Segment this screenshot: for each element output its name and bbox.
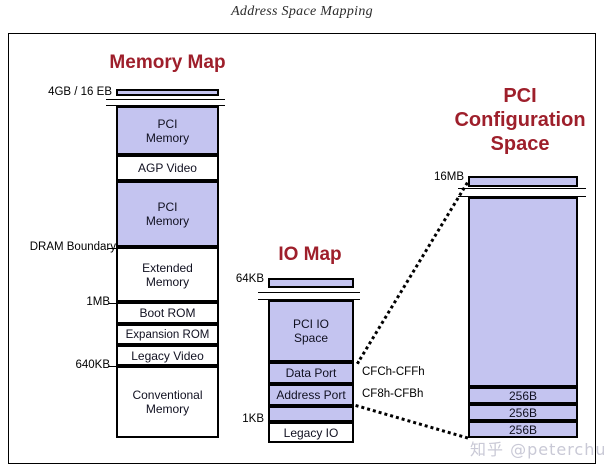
io-map-block-unlabeled [268,406,354,422]
memory-map-tick-dram-boundary [108,248,118,249]
io-map-label-1kb: 1KB [242,413,264,425]
io-map-block-top-truncated [268,278,354,288]
io-map-annotation-address-port-range: CF8h-CFBh [362,388,424,400]
io-map-block-data-port: Data Port [268,362,354,384]
pci-config-block-top-truncated [468,176,578,187]
memory-map-label-4gb: 4GB / 16 EB [48,86,112,98]
pci-config-block-256b-1: 256B [468,387,578,404]
memory-map-block-boot-rom: Boot ROM [116,302,219,324]
memory-map-label-dram-boundary: DRAM Boundary [29,241,116,253]
memory-map-tick-640kb [108,366,118,367]
memory-map-tick-1mb [108,303,118,304]
io-map-block-address-port: Address Port [268,384,354,406]
memory-map-block-pci-memory-lower: PCI Memory [116,181,219,247]
pci-config-break-upper [458,188,586,189]
memory-map-block-legacy-video: Legacy Video [116,345,219,366]
memory-map-block-expansion-rom: Expansion ROM [116,324,219,345]
pci-config-heading: PCI Configuration Space [454,85,586,155]
io-map-label-64kb: 64KB [235,273,264,285]
io-map-heading: IO Map [278,244,342,265]
io-map-block-pci-io-space: PCI IO Space [268,300,354,362]
io-map-block-legacy-io: Legacy IO [268,422,354,443]
memory-map-block-agp-video: AGP Video [116,155,219,181]
pci-config-block-256b-3: 256B [468,421,578,438]
watermark: 知乎 @peterchu [470,440,604,459]
pci-config-break-lower [458,196,586,197]
memory-map-label-640kb: 640KB [75,359,110,371]
pci-config-block-main [468,197,578,387]
memory-map-block-pci-memory-upper: PCI Memory [116,106,219,155]
pci-config-label-16mb: 16MB [433,171,464,183]
memory-map-block-extended-memory: Extended Memory [116,247,219,302]
io-map-break-upper [258,292,360,293]
io-map-annotation-data-port-range: CFCh-CFFh [362,366,425,378]
io-map-break-lower [258,299,360,300]
memory-map-heading: Memory Map [109,52,226,73]
memory-map-block-conventional-memory: Conventional Memory [116,366,219,438]
page-title: Address Space Mapping [231,4,373,19]
memory-map-block-top-truncated [116,89,219,96]
memory-map-label-1mb: 1MB [86,296,110,308]
memory-map-break-upper [106,99,225,100]
memory-map-break-lower [106,105,225,106]
pci-config-block-256b-2: 256B [468,404,578,421]
